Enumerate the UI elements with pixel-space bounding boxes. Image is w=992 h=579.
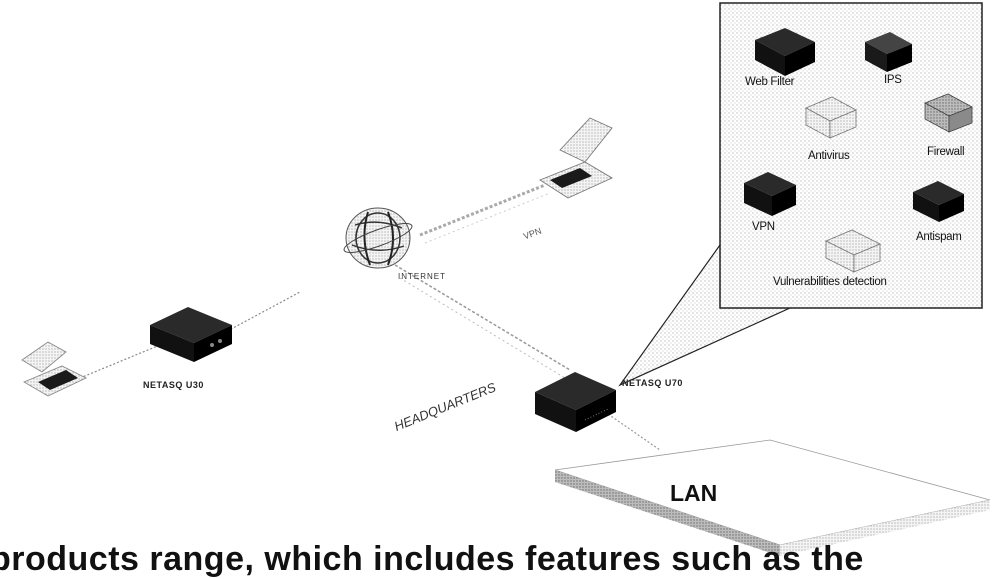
feature-label-antivirus: Antivirus [808, 150, 850, 162]
caption-text: products range, which includes features … [0, 540, 864, 578]
feature-label-antispam: Antispam [916, 231, 962, 243]
firewall-device [924, 93, 973, 133]
vulnerabilities-device [825, 229, 881, 273]
antivirus-device [805, 96, 857, 139]
feature-label-ips: IPS [884, 74, 902, 86]
ips-device [865, 32, 912, 72]
lan-label: LAN [670, 480, 718, 506]
netasq-u30-label: NETASQ U30 [143, 380, 204, 390]
feature-label-web-filter: Web Filter [745, 76, 795, 88]
link-internet-vpn-laptop [419, 183, 546, 237]
remote-laptop-left [21, 341, 88, 397]
link-u30-internet [219, 291, 301, 336]
remote-laptop-vpn [539, 117, 613, 199]
lan-platform [554, 439, 991, 556]
antispam-device [913, 181, 964, 222]
netasq-u30-appliance [150, 307, 232, 362]
feature-label-vpn: VPN [752, 221, 775, 233]
internet-label: INTERNET [398, 272, 446, 281]
netasq-u70-appliance [535, 372, 616, 432]
link-internet-u70 [394, 264, 571, 371]
feature-label-firewall: Firewall [927, 146, 965, 158]
internet-globe-icon [343, 207, 413, 269]
feature-label-vulnerabilities: Vulnerabilities detection [773, 276, 887, 288]
link-laptop-u30 [79, 344, 161, 379]
vpn-device [744, 172, 796, 216]
web-filter-device [755, 28, 815, 76]
netasq-u70-label: NETASQ U70 [622, 378, 683, 388]
